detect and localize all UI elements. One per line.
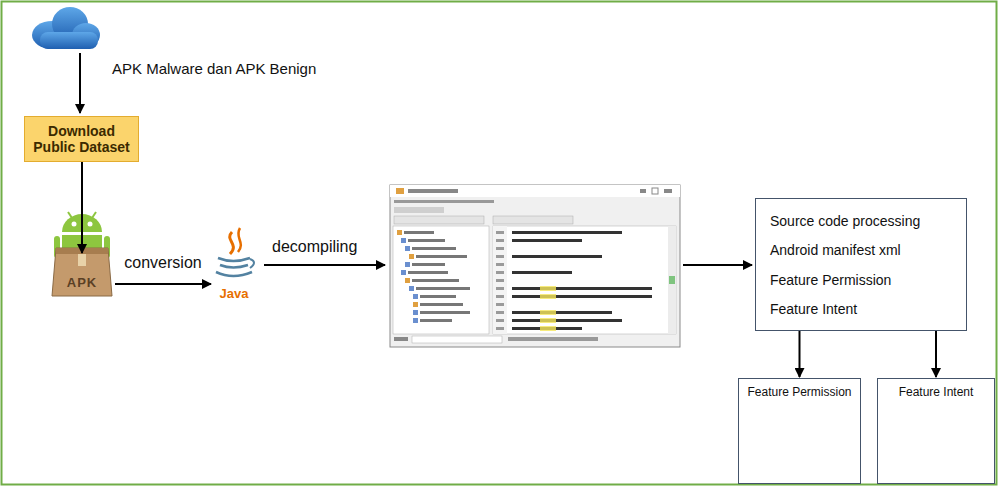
node-text: Android manifest xml (770, 242, 954, 259)
step-label: decompiling (272, 238, 357, 256)
node-text: APK (67, 275, 97, 290)
feature-box: Source code processingAndroid manifest x… (755, 198, 967, 331)
connector-arrow (81, 162, 83, 253)
arrow (264, 264, 385, 266)
cloud-icon (32, 7, 100, 49)
node-text: Java (220, 286, 249, 301)
node-text: Source code processing (770, 213, 954, 230)
decompiler-screenshot (390, 185, 680, 347)
edge-label: conversion (122, 254, 203, 272)
process-box: Download Public Dataset (24, 116, 139, 162)
dataset-label: APK Malware dan APK Benign (112, 60, 316, 77)
node-text: Feature Permission (770, 272, 954, 289)
arrow (683, 264, 752, 266)
connector-arrow (115, 283, 211, 285)
output-box: Feature Permission (738, 378, 861, 484)
java-icon (216, 228, 254, 276)
node-text: Feature Intent (770, 301, 954, 318)
node-text: Feature Intent (882, 385, 990, 399)
apk-icon: APK (52, 254, 112, 296)
node-text: Feature Permission (743, 385, 856, 399)
output-box: Feature Intent (877, 378, 995, 484)
connector-arrow (799, 331, 801, 377)
java-icon: Java (212, 282, 256, 304)
connector-arrow (935, 331, 937, 377)
node-text: Download Public Dataset (29, 123, 134, 155)
arrow (79, 53, 81, 113)
